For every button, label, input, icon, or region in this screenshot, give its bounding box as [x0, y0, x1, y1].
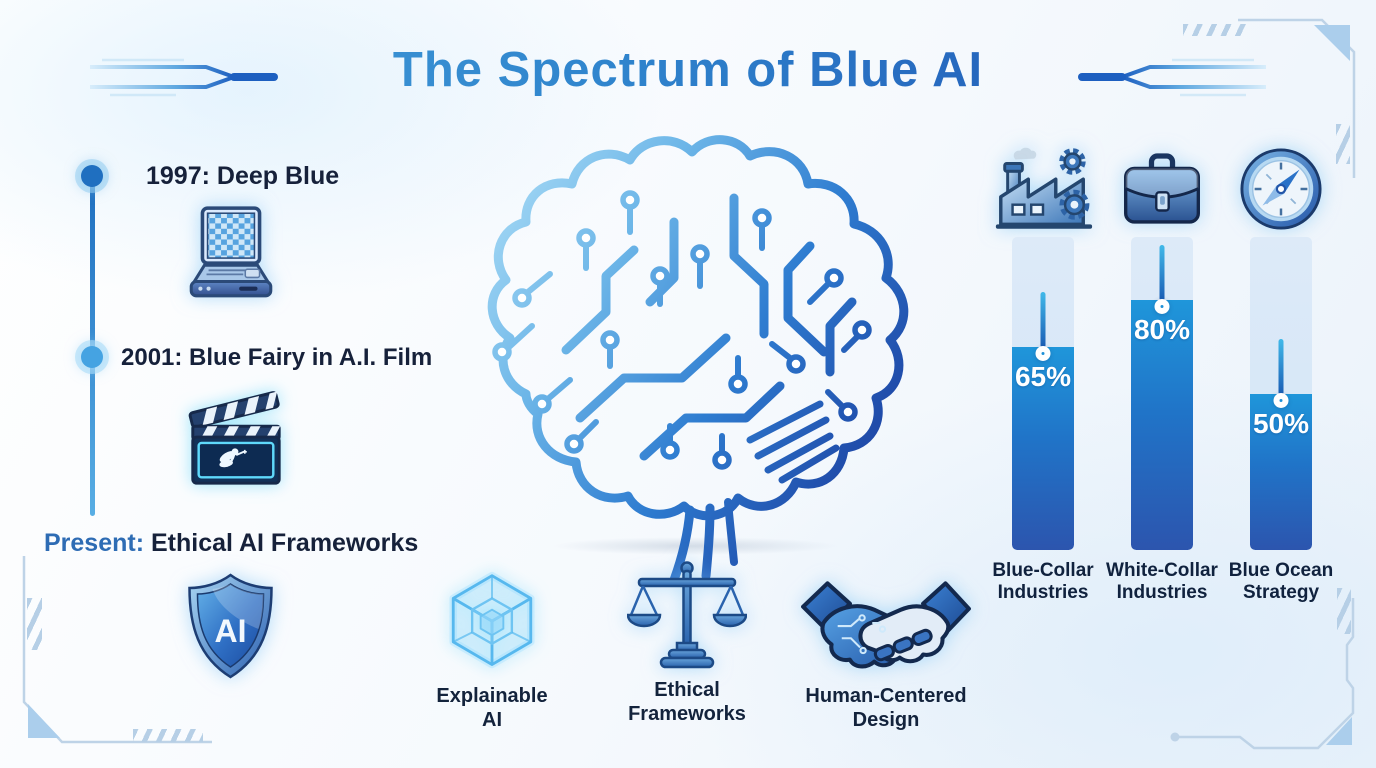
- clapperboard-fairy-icon: [188, 391, 281, 485]
- feature-explainable-ai: Explainable AI: [428, 566, 556, 733]
- bar-category-label: White-Collar Industries: [1106, 560, 1218, 604]
- bar-marker-pin: [1035, 291, 1051, 361]
- feature-ethical-frameworks: Ethical Frameworks: [617, 560, 757, 727]
- bar-value-label: 50%: [1252, 407, 1310, 439]
- factory-icon: [995, 147, 1093, 229]
- feature-label: Human-Centered Design: [805, 685, 967, 732]
- hatch-marks-right-edge: [1336, 124, 1350, 164]
- bar-category-label: Blue Ocean Strategy: [1228, 560, 1334, 604]
- bar-fill: [1250, 393, 1312, 550]
- chess-computer-icon: [189, 206, 273, 298]
- stat-column-white-collar: 80% White-Collar Industries: [1102, 146, 1222, 626]
- compass-icon: [1240, 148, 1322, 230]
- bar-marker-pin: [1154, 244, 1170, 314]
- handshake-circuit-icon: [801, 581, 971, 669]
- ai-shield-icon: AI: [188, 573, 273, 679]
- bar-fill: [1012, 346, 1074, 550]
- title-arrow-left-icon: [90, 58, 278, 97]
- feature-human-centered-design: Human-Centered Design: [793, 566, 979, 733]
- gear-icon: [1059, 189, 1090, 220]
- bar-track: 65%: [1012, 237, 1074, 550]
- hatch-marks-top-right: [1183, 24, 1249, 36]
- hatch-marks-left-edge: [27, 598, 42, 650]
- title-arrow-right-icon: [1078, 58, 1266, 97]
- timeline-label-1997: 1997: Deep Blue: [146, 162, 340, 190]
- hatch-marks-right-lower: [1337, 588, 1351, 634]
- gear-icon: [1059, 148, 1086, 175]
- briefcase-icon: [1124, 153, 1200, 224]
- bar-fill: [1131, 299, 1193, 550]
- feature-label: Ethical Frameworks: [628, 679, 746, 726]
- bar-marker-pin: [1273, 338, 1289, 408]
- circuit-brain-illustration: [438, 126, 922, 601]
- present-prefix: Present:: [44, 529, 145, 557]
- bar-category-label: Blue-Collar Industries: [992, 560, 1094, 604]
- timeline-label-2001: 2001: Blue Fairy in A.I. Film: [121, 344, 433, 371]
- page-title: The Spectrum of Blue AI: [0, 42, 1376, 98]
- stat-column-blue-ocean: 50% Blue Ocean Strategy: [1221, 146, 1341, 626]
- balance-scales-icon: [627, 561, 747, 669]
- timeline-dot-2001: [81, 346, 103, 368]
- present-text: Ethical AI Frameworks: [144, 529, 419, 557]
- bar-value-label: 65%: [1014, 360, 1072, 392]
- brain-shadow: [505, 534, 885, 558]
- hatch-marks-bottom: [133, 729, 203, 742]
- timeline-dot-1997: [81, 165, 103, 187]
- stat-column-blue-collar: 65% Blue-Collar Industries: [983, 146, 1103, 626]
- bar-track: 80%: [1131, 237, 1193, 550]
- bar-value-label: 80%: [1133, 313, 1191, 345]
- fairy-silhouette: [219, 448, 247, 468]
- feature-label: Explainable AI: [436, 685, 548, 732]
- timeline-label-present: Present: Ethical AI Frameworks: [44, 529, 418, 558]
- shield-ai-text: AI: [215, 613, 247, 649]
- wireframe-cube-icon: [449, 571, 535, 669]
